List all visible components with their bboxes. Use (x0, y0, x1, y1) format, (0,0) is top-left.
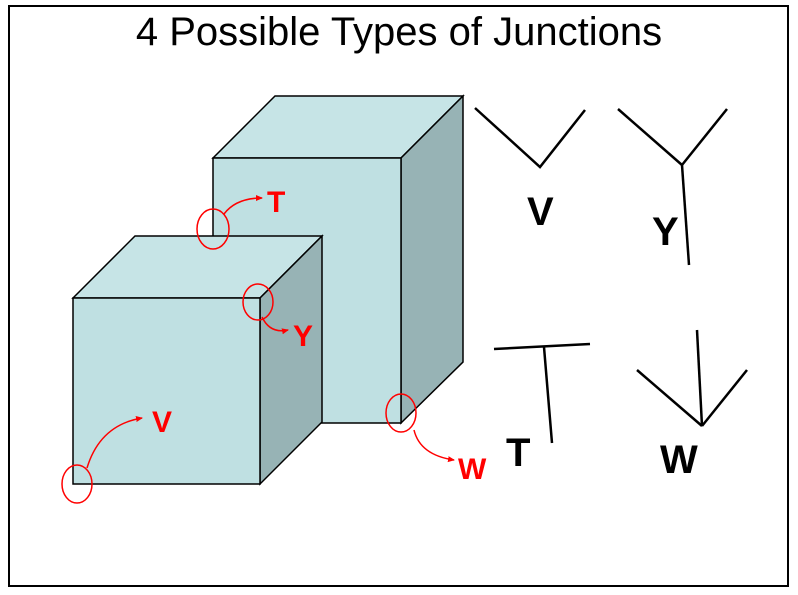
example-label-v: V (527, 190, 554, 234)
example-label-w: W (660, 438, 698, 482)
annotation-label-v: V (152, 406, 172, 439)
t-arrow (223, 195, 263, 215)
w-junction-example (636, 329, 748, 427)
w-arrow (413, 429, 455, 463)
y-junction-example (617, 108, 728, 266)
annotation-label-w: W (458, 453, 487, 486)
slide-title: 4 Possible Types of Junctions (135, 10, 663, 54)
example-label-y: Y (652, 210, 679, 254)
front-box (71, 234, 324, 486)
v-junction-example (474, 107, 586, 169)
y-junction-circle (242, 283, 274, 321)
annotation-label-t: T (267, 186, 285, 219)
y-arrow (261, 316, 289, 335)
w-junction-circle (385, 393, 417, 433)
t-junction-example (493, 342, 591, 444)
example-label-t: T (506, 431, 530, 475)
v-junction-circle (61, 464, 93, 504)
slide-frame (8, 5, 789, 587)
t-junction-circle (196, 208, 230, 250)
v-arrow (86, 416, 143, 469)
annotation-label-y: Y (293, 320, 313, 353)
front-box-front-face (72, 297, 261, 485)
